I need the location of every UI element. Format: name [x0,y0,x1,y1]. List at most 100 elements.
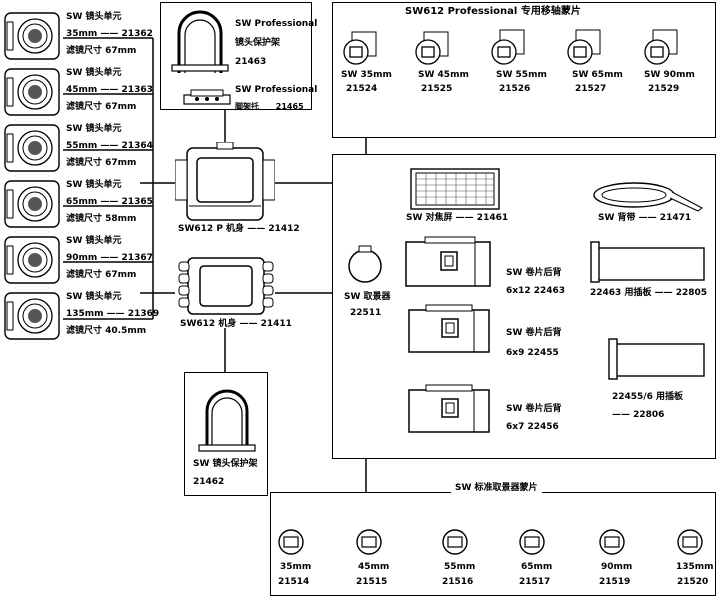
back-6x12-name: SW 卷片后背 [506,268,562,278]
viewfinder-mask-label: 35mm [280,562,312,572]
lens-guard-box: SW 镜头保护架 21462 [184,372,268,496]
back-6x9-name: SW 卷片后背 [506,328,562,338]
tripod-type: 脚架托 [235,102,259,111]
viewfinder-mask-label: 65mm [521,562,553,572]
back-6x9-code: 6x9 22455 [506,348,559,358]
viewfinder-mask-icon[interactable] [277,528,305,556]
shift-mask-icon[interactable] [643,28,679,66]
shift-mask-icon[interactable] [490,28,526,66]
viewfinder-mask-label: 135mm [676,562,714,572]
lens-unit-title: SW 镜头单元 [66,124,122,134]
professional-accessories-box: SW Professional 镜头保护架 21463 SW Professio… [160,2,317,112]
lens-unit-title: SW 镜头单元 [66,236,122,246]
lens-unit-filter: 滤镜尺寸 67mm [66,270,137,280]
shift-mask-icon[interactable] [342,30,378,66]
shift-masks-box: SW612 Professional 专用移轴蒙片 [332,2,716,138]
guard-box-code: 21462 [193,477,225,487]
viewfinder-masks-box: SW 标准取景器蒙片 [270,483,716,596]
viewfinder-mask-label: 55mm [444,562,476,572]
lens-unit-model: 90mm —— 21367 [66,253,153,263]
lens-unit-title: SW 镜头单元 [66,180,122,190]
lens-guard-icon [198,389,256,452]
shift-mask-label: SW 90mm [644,70,695,80]
viewfinder-mask-icon[interactable] [518,528,546,556]
guard-name: SW Professional [235,19,318,29]
sw612-p-body-icon[interactable] [175,142,275,222]
viewfinder-mask-code: 21515 [356,577,388,587]
back-6x12-code: 6x12 22463 [506,286,566,296]
lens-unit-icon [4,12,60,60]
insert-6x12-icon[interactable] [590,240,706,284]
film-back-6x9-icon[interactable] [408,304,490,354]
film-back-6x12-icon[interactable] [405,236,491,288]
film-back-6x7-icon[interactable] [408,384,490,434]
sw612-body-icon[interactable] [178,256,274,316]
shift-mask-icon[interactable] [566,28,602,66]
shift-mask-code: 21525 [421,84,453,94]
viewfinder-mask-code: 21516 [442,577,474,587]
shift-mask-code: 21527 [575,84,607,94]
viewfinder-mask-icon[interactable] [441,528,469,556]
insert-6x12-label: 22463 用插板 —— 22805 [590,288,708,298]
viewfinder-mask-code: 21519 [599,577,631,587]
shift-mask-label: SW 35mm [341,70,392,80]
lens-unit-model: 65mm —— 21365 [66,197,153,207]
lens-unit-title: SW 镜头单元 [66,68,122,78]
shift-mask-label: SW 45mm [418,70,469,80]
focus-screen-label: SW 对焦屏 —— 21461 [406,213,509,223]
viewfinder-mask-code: 21517 [519,577,551,587]
viewfinder-mask-icon[interactable] [676,528,704,556]
shift-mask-code: 21529 [648,84,680,94]
shift-mask-icon[interactable] [414,30,450,66]
strap-label: SW 背带 —— 21471 [598,213,692,223]
viewfinder-name: SW 取景器 [344,292,391,302]
viewfinder-mask-icon[interactable] [598,528,626,556]
guard-code: 21463 [235,57,267,67]
lens-unit-icon [4,236,60,284]
viewfinder-mask-label: 90mm [601,562,633,572]
lens-unit-title: SW 镜头单元 [66,12,122,22]
lens-guard-icon [171,10,229,73]
lens-unit-filter: 滤镜尺寸 67mm [66,158,137,168]
lens-unit-model: 35mm —— 21362 [66,29,153,39]
lens-unit-model: 55mm —— 21364 [66,141,153,151]
viewfinder-code: 22511 [350,308,382,318]
strap-icon[interactable] [586,178,704,212]
body-label: SW612 机身 —— 21411 [180,319,292,329]
shift-mask-label: SW 65mm [572,70,623,80]
lens-unit-filter: 滤镜尺寸 58mm [66,214,137,224]
back-6x7-code: 6x7 22456 [506,422,559,432]
lens-unit-icon [4,180,60,228]
p-body-label: SW612 P 机身 —— 21412 [178,224,300,234]
viewfinder-masks-title: SW 标准取景器蒙片 [451,483,542,494]
guard-line2: 镜头保护架 [235,38,281,48]
lens-unit-filter: 滤镜尺寸 67mm [66,46,137,56]
shift-mask-label: SW 55mm [496,70,547,80]
back-6x7-name: SW 卷片后背 [506,404,562,414]
lens-unit-title: SW 镜头单元 [66,292,122,302]
tripod-name: SW Professional [235,85,318,95]
shift-mask-code: 21526 [499,84,531,94]
viewfinder-icon[interactable] [345,244,385,284]
focus-screen-icon[interactable] [410,168,500,210]
lens-unit-icon [4,68,60,116]
tripod-mount-icon [183,89,231,105]
tripod-line2: 脚架托 21465 [235,101,304,112]
tripod-code: 21465 [275,102,304,111]
insert-6x9-line2: —— 22806 [612,410,665,420]
guard-box-name: SW 镜头保护架 [193,459,258,469]
viewfinder-mask-label: 45mm [358,562,390,572]
lens-unit-filter: 滤镜尺寸 67mm [66,102,137,112]
insert-6x9-line1: 22455/6 用插板 [612,392,683,402]
insert-6x9-icon[interactable] [608,338,706,380]
lens-unit-icon [4,124,60,172]
lens-unit-icon [4,292,60,340]
lens-unit-model: 45mm —— 21363 [66,85,153,95]
lens-unit-model: 135mm —— 21369 [66,309,160,319]
viewfinder-mask-code: 21514 [278,577,310,587]
shift-mask-code: 21524 [346,84,378,94]
viewfinder-mask-icon[interactable] [355,528,383,556]
shift-masks-title: SW612 Professional 专用移轴蒙片 [405,6,581,17]
lens-unit-filter: 滤镜尺寸 40.5mm [66,326,147,336]
viewfinder-mask-code: 21520 [677,577,709,587]
